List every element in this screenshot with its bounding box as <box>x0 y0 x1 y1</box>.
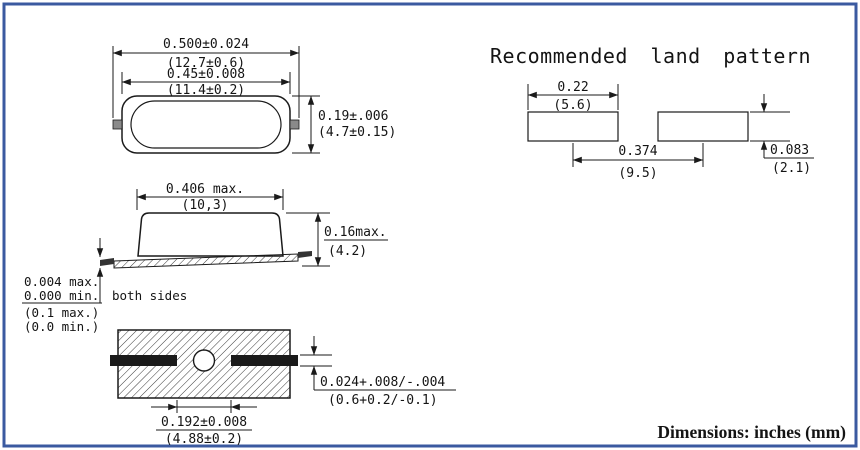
land-pattern-title: Recommended land pattern <box>490 44 811 68</box>
dim-lead-pitch-in: 0.192±0.008 <box>161 415 247 430</box>
crystal-top-inner-oval <box>130 100 282 149</box>
crystal-side-outline <box>137 212 284 257</box>
land-pad-left <box>527 111 619 142</box>
dim-body-height-in: 0.19±.006 <box>318 109 388 124</box>
bottom-view: 0.024+.008/-.004 (0.6+0.2/-0.1) 0.192±0.… <box>110 329 456 447</box>
standoff-max-in: 0.004 max. <box>24 274 99 289</box>
dim-pad-height-in: 0.083 <box>770 143 809 158</box>
dim-body-height-mm: (4.7±0.15) <box>318 125 396 140</box>
land-pad-right <box>657 111 749 142</box>
standoff-min-in: 0.000 min. <box>24 288 99 303</box>
dim-pad-width-mm: (5.6) <box>553 98 592 113</box>
standoff-max-mm: (0.1 max.) <box>24 305 99 320</box>
standoff-min-mm: (0.0 min.) <box>24 319 99 334</box>
lead-tab-left <box>112 119 123 130</box>
dim-body-width-mm: (11.4±0.2) <box>167 83 245 98</box>
units-note: Dimensions: inches (mm) <box>657 422 846 442</box>
dim-case-height-in: 0.16max. <box>324 225 387 240</box>
bottom-center-hole <box>192 349 216 372</box>
top-view: 0.500±0.024 (12.7±0.6) 0.45±0.008 (11.4±… <box>112 37 396 154</box>
bottom-lead-left <box>110 355 177 366</box>
dim-pad-width-in: 0.22 <box>557 80 588 95</box>
dim-case-width-mm: (10,3) <box>182 198 229 213</box>
dim-lead-pitch-mm: (4.88±0.2) <box>165 432 243 447</box>
dim-lead-width-in: 0.024+.008/-.004 <box>320 375 445 390</box>
bottom-lead-right <box>231 355 298 366</box>
lead-stub-right <box>298 251 312 258</box>
dim-overall-width-mm: (12.7±0.6) <box>167 56 245 71</box>
base-plate <box>113 253 299 269</box>
dim-case-height-mm: (4.2) <box>328 244 367 259</box>
dim-case-width-in: 0.406 max. <box>166 182 244 197</box>
dim-lead-width-mm: (0.6+0.2/-0.1) <box>328 393 438 408</box>
dim-pad-pitch-in: 0.374 <box>618 144 657 159</box>
both-sides-label: both sides <box>112 288 187 303</box>
land-pattern: Recommended land pattern 0.22 (5.6) 0.37… <box>490 44 814 181</box>
dim-overall-width-in: 0.500±0.024 <box>163 37 249 52</box>
side-view: 0.406 max. (10,3) 0.16max. (4.2) 0.004 m… <box>22 182 388 334</box>
dim-pad-height-mm: (2.1) <box>772 161 811 176</box>
dim-pad-pitch-mm: (9.5) <box>618 166 657 181</box>
lead-tab-right <box>289 119 300 130</box>
dim-body-width-in: 0.45±0.008 <box>167 67 245 82</box>
lead-stub-left <box>100 258 114 266</box>
